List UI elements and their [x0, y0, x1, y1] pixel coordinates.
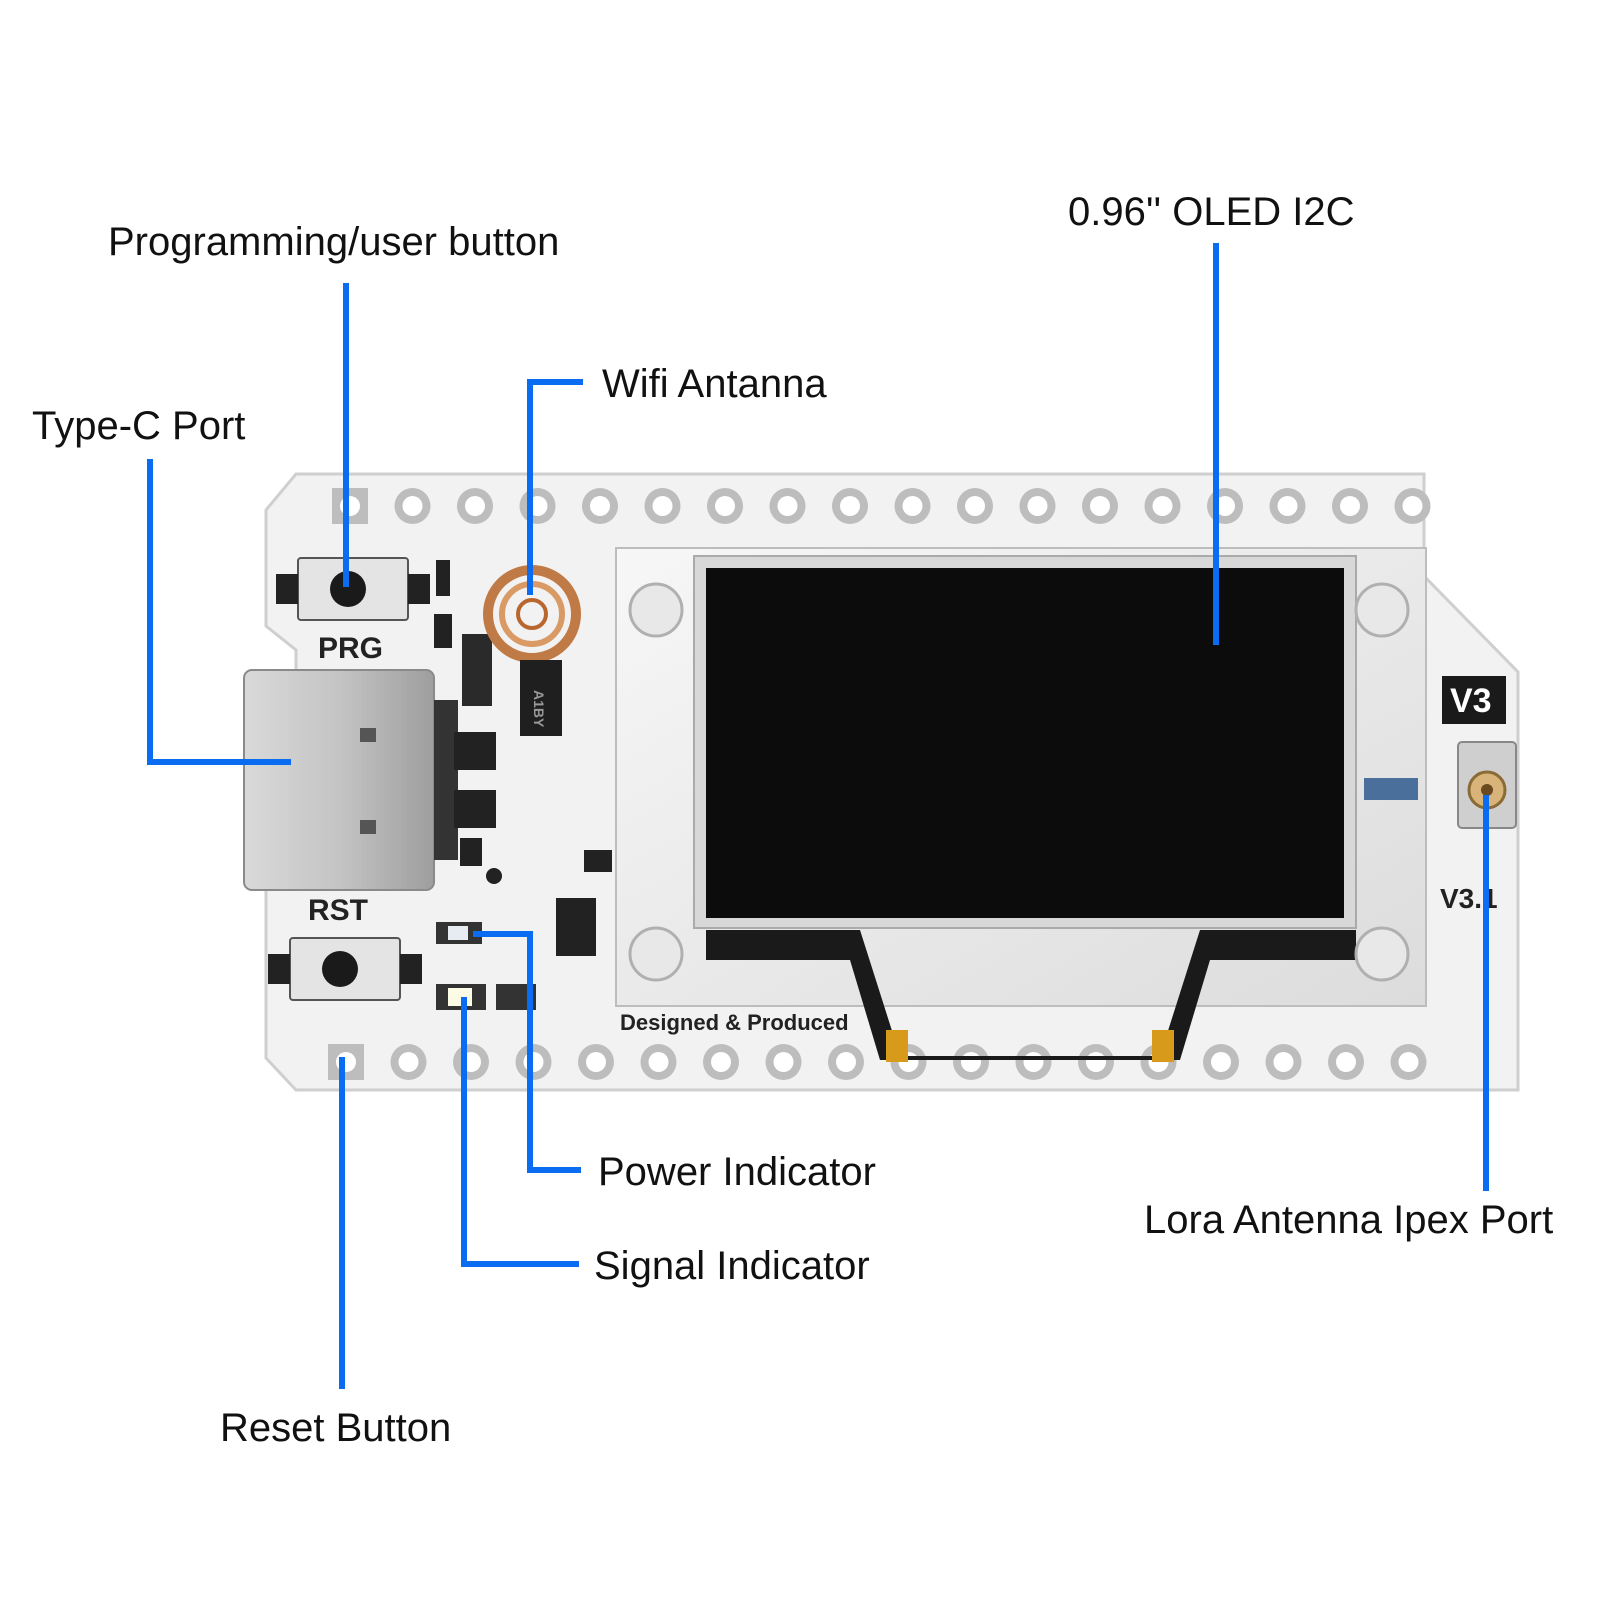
- header-pin-hole: [1027, 496, 1048, 516]
- smd-part: [1364, 778, 1418, 800]
- prg-button[interactable]: [276, 557, 430, 621]
- header-pin-hole: [398, 1052, 419, 1072]
- header-pin-hole: [1336, 1052, 1356, 1072]
- header-pin-hole: [1211, 1052, 1231, 1072]
- chip-ic: [520, 660, 562, 736]
- header-pin-hole: [402, 496, 423, 516]
- oled-module: [615, 547, 1427, 1062]
- label-signal-indicator: Signal Indicator: [594, 1244, 870, 1288]
- smd-part: [462, 634, 492, 706]
- header-pin-hole: [836, 1052, 856, 1072]
- smd-cluster: [454, 732, 612, 956]
- header-pin-hole: [1277, 496, 1298, 516]
- header-pins-bottom: [328, 1044, 1427, 1080]
- label-wifi-antenna: Wifi Antanna: [602, 362, 827, 406]
- header-pin-hole: [590, 496, 610, 516]
- header-pin-hole: [773, 1052, 794, 1072]
- header-pin-hole: [777, 496, 798, 516]
- usb-c-port[interactable]: [243, 669, 458, 891]
- callout-line-type-c: [147, 459, 291, 765]
- header-pin-hole: [965, 496, 985, 516]
- label-programming-button: Programming/user button: [108, 220, 560, 264]
- callout-lines: [147, 243, 1489, 1389]
- header-pin-hole: [1398, 1052, 1419, 1072]
- header-pin-hole: [715, 496, 735, 516]
- header-pin-hole: [1086, 1052, 1106, 1072]
- header-pin-hole: [711, 1052, 731, 1072]
- rst-silk-label: RST: [308, 894, 368, 927]
- header-pin-hole: [1402, 496, 1423, 516]
- header-pin-hole: [840, 496, 860, 516]
- label-reset-button: Reset Button: [220, 1406, 452, 1450]
- chip-mark: A1BY: [531, 690, 547, 728]
- header-pin-hole: [648, 1052, 669, 1072]
- header-pins-top: [332, 488, 1431, 524]
- header-pin-hole: [961, 1052, 981, 1072]
- smd-part: [436, 560, 450, 596]
- designed-silk-text: Designed & Produced: [620, 1010, 849, 1035]
- header-pin-hole: [902, 496, 923, 516]
- callout-line-power: [473, 931, 581, 1173]
- prg-silk-label: PRG: [318, 632, 383, 665]
- svg-text:V3: V3: [1450, 682, 1492, 720]
- label-power-indicator: Power Indicator: [598, 1150, 876, 1194]
- header-pin-hole: [1340, 496, 1360, 516]
- smd-part: [434, 614, 452, 648]
- header-pin-hole: [1023, 1052, 1044, 1072]
- label-type-c-port: Type-C Port: [32, 404, 246, 448]
- header-pin-hole: [465, 496, 485, 516]
- power-led: [436, 922, 482, 944]
- label-lora-port: Lora Antenna Ipex Port: [1144, 1198, 1554, 1242]
- callout-line-wifi: [527, 379, 583, 595]
- label-oled: 0.96'' OLED I2C: [1068, 190, 1355, 234]
- header-pin-hole: [1090, 496, 1110, 516]
- oled-screen: [706, 568, 1344, 918]
- header-pin-hole: [652, 496, 673, 516]
- header-pin-hole: [586, 1052, 606, 1072]
- header-pin-hole: [1215, 496, 1235, 516]
- reset-button[interactable]: [268, 937, 422, 1001]
- header-pin-hole: [1152, 496, 1173, 516]
- callout-line-signal: [461, 997, 579, 1267]
- header-pin-hole: [1273, 1052, 1294, 1072]
- header-pin-hole: [523, 1052, 544, 1072]
- version-badge: V3: [1442, 676, 1506, 724]
